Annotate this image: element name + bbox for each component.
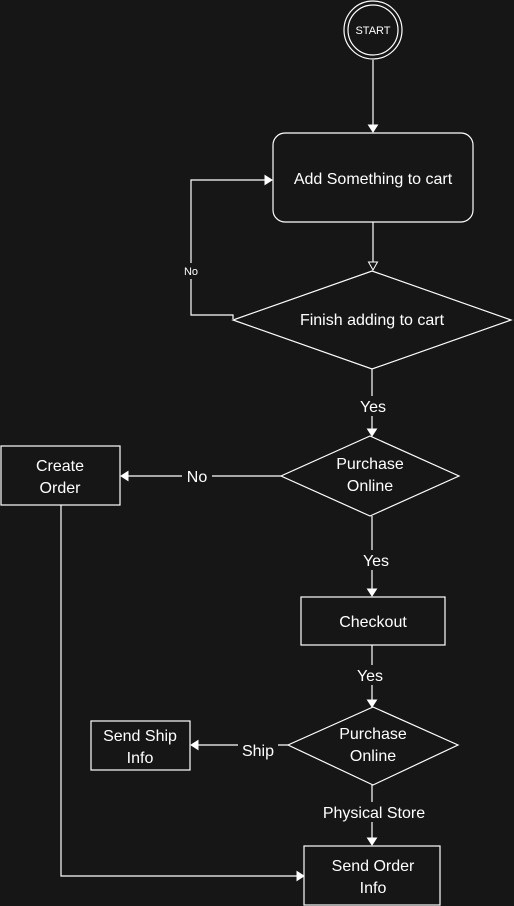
finish-adding-decision[interactable]: Finish adding to cart (231, 270, 513, 370)
add-to-cart-label: Add Something to cart (294, 171, 453, 188)
send-ship-info-line2: Info (127, 750, 154, 767)
checkout-label: Checkout (339, 614, 407, 631)
purchase-online-2-line2: Online (350, 748, 396, 765)
purchase2-store-text: Physical Store (323, 805, 425, 822)
start-node[interactable]: START (343, 0, 403, 60)
finish-no-text: No (184, 266, 198, 278)
send-order-info-line1: Send Order (332, 858, 415, 875)
edge-label-purchase2-ship: Ship (238, 740, 278, 760)
checkout-yes-text: Yes (357, 668, 383, 685)
edge-label-purchase1-yes: Yes (358, 550, 394, 570)
finish-yes-text: Yes (360, 399, 386, 416)
edge-label-finish-yes: Yes (355, 396, 391, 416)
purchase1-yes-text: Yes (363, 553, 389, 570)
purchase-online-2-line1: Purchase (339, 726, 407, 743)
edge-label-checkout-yes: Yes (352, 665, 388, 685)
edge-label-purchase1-no: No (182, 466, 212, 486)
edge-create-order-to-send-order (60, 505, 305, 882)
send-ship-info-line1: Send Ship (103, 728, 177, 745)
purchase-online-decision-2[interactable]: Purchase Online (286, 706, 460, 786)
purchase1-no-text: No (187, 469, 208, 486)
purchase-online-decision-1[interactable]: Purchase Online (279, 435, 461, 517)
create-order-node[interactable]: Create Order (0, 445, 121, 506)
finish-adding-label: Finish adding to cart (300, 312, 445, 329)
edge-label-purchase2-store: Physical Store (314, 802, 434, 822)
create-order-line1: Create (36, 458, 84, 475)
start-label: START (355, 25, 390, 37)
purchase-online-1-line2: Online (347, 478, 393, 495)
send-order-info-line2: Info (360, 880, 387, 897)
purchase2-ship-text: Ship (242, 743, 274, 760)
purchase-online-1-line1: Purchase (336, 456, 404, 473)
edge-label-finish-no: No (181, 263, 201, 279)
create-order-line2: Order (40, 480, 82, 497)
edge-add-cart-to-finish (367, 222, 379, 272)
edge-start-to-add-cart (367, 60, 379, 133)
add-to-cart-node[interactable]: Add Something to cart (272, 132, 474, 223)
send-ship-info-node[interactable]: Send Ship Info (90, 720, 191, 771)
checkout-node[interactable]: Checkout (300, 596, 446, 646)
send-order-info-node[interactable]: Send Order Info (303, 845, 441, 906)
edge-finish-no-loop (190, 174, 273, 319)
